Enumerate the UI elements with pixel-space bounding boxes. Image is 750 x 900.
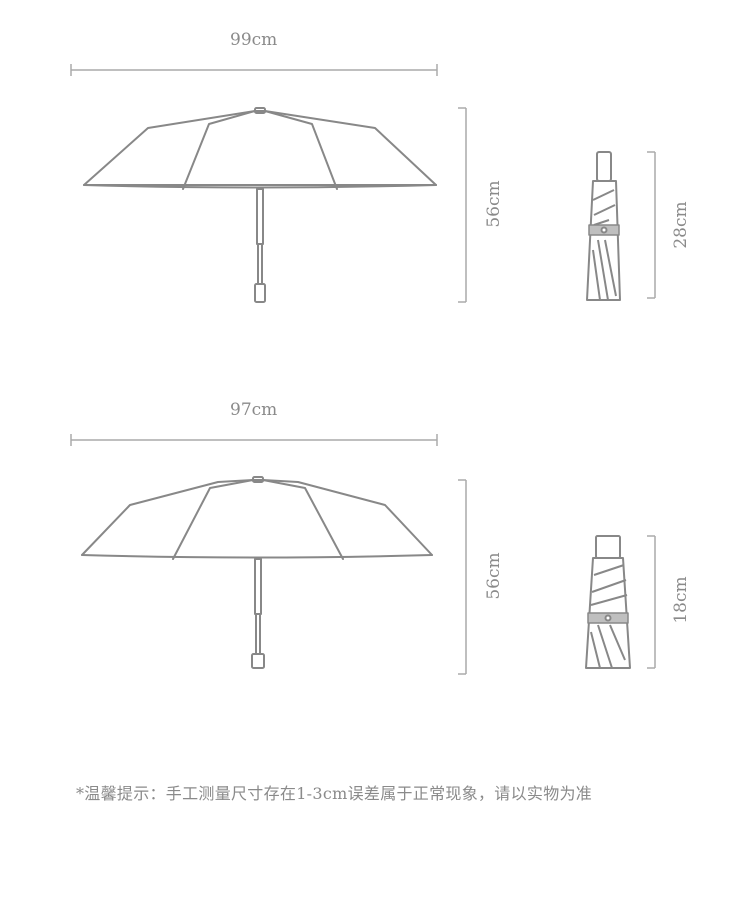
folded-dimension-line	[647, 151, 656, 299]
open-umbrella-icon	[83, 107, 437, 303]
width-dimension-line	[70, 64, 438, 76]
folded-length-label: 18cm	[671, 576, 691, 624]
diagram-1-graphic	[70, 64, 656, 303]
diagram-1: 99cm 56cm 28cm	[0, 0, 750, 370]
height-label: 56cm	[484, 180, 504, 228]
folded-umbrella-icon	[586, 151, 621, 301]
diagram-2: 97cm 56cm 18cm	[0, 370, 750, 740]
height-label: 56cm	[484, 552, 504, 600]
height-dimension-line	[458, 479, 467, 675]
height-dimension-line	[458, 107, 467, 303]
diagram-2-graphic	[70, 434, 656, 675]
folded-dimension-line	[647, 535, 656, 669]
folded-length-label: 28cm	[671, 201, 691, 249]
footer-note: *温馨提示：手工测量尺寸存在1-3cm误差属于正常现象，请以实物为准	[76, 784, 593, 803]
width-label: 99cm	[230, 30, 278, 50]
width-label: 97cm	[230, 400, 278, 420]
folded-umbrella-icon	[585, 535, 631, 669]
width-dimension-line	[70, 434, 438, 446]
open-umbrella-icon	[81, 476, 433, 669]
